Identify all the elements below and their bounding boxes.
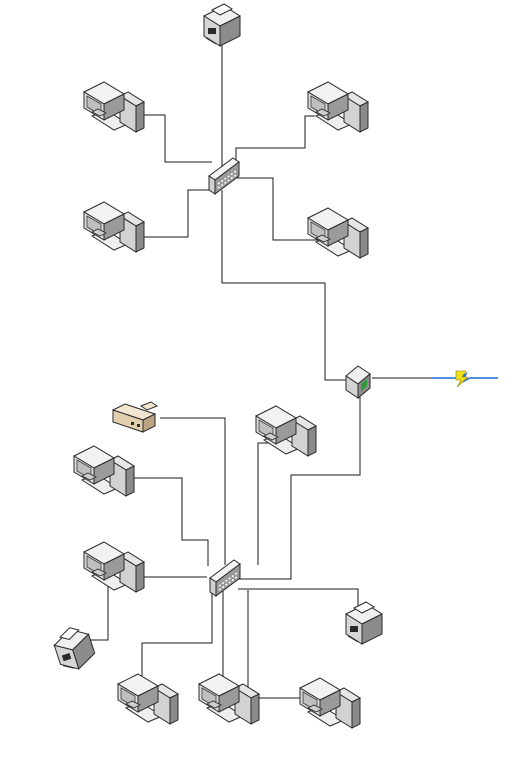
computer-lower-upper-right[interactable] — [255, 405, 317, 457]
computer-bottom-1[interactable] — [117, 673, 179, 725]
wire-upper-lower-left-pc — [130, 189, 210, 238]
wire-hub-to-router — [221, 190, 346, 381]
upper-segment-wires — [130, 40, 346, 381]
lightning-bolt-icon — [455, 370, 469, 388]
wire-upper-right-pc-2 — [257, 442, 275, 565]
computer-bottom-3[interactable] — [299, 677, 361, 729]
computer-upper-lower-right[interactable] — [307, 207, 369, 259]
computer-lower-left-2[interactable] — [83, 541, 145, 593]
wire-router-to-hub — [238, 390, 361, 580]
hub-lower[interactable] — [209, 559, 241, 597]
wire-modem-to-hub — [160, 417, 226, 565]
printer-lower-right[interactable] — [345, 601, 383, 645]
wire-upper-right-pc — [235, 115, 315, 165]
wire-upper-left-pc — [130, 114, 212, 163]
wire-right-printer — [238, 588, 359, 615]
modem[interactable] — [112, 401, 158, 433]
wire-upper-lower-right-pc — [234, 177, 318, 241]
wire-bottom-pc-3 — [247, 590, 312, 699]
computer-bottom-2[interactable] — [198, 673, 260, 725]
wire-left-pc-1 — [120, 477, 209, 566]
wire-bottom-pc-1 — [141, 589, 213, 695]
printer-lower-left[interactable] — [50, 622, 99, 675]
hub-upper[interactable] — [208, 157, 240, 195]
computer-upper-lower-left[interactable] — [83, 201, 145, 253]
router[interactable] — [345, 365, 371, 399]
computer-upper-left[interactable] — [83, 81, 145, 133]
wan-link — [372, 371, 498, 384]
computer-lower-left-1[interactable] — [73, 445, 135, 497]
lower-segment-wires — [88, 390, 361, 699]
top-printer[interactable] — [203, 3, 241, 47]
wire-left-printer — [88, 578, 109, 641]
computer-upper-right[interactable] — [307, 81, 369, 133]
